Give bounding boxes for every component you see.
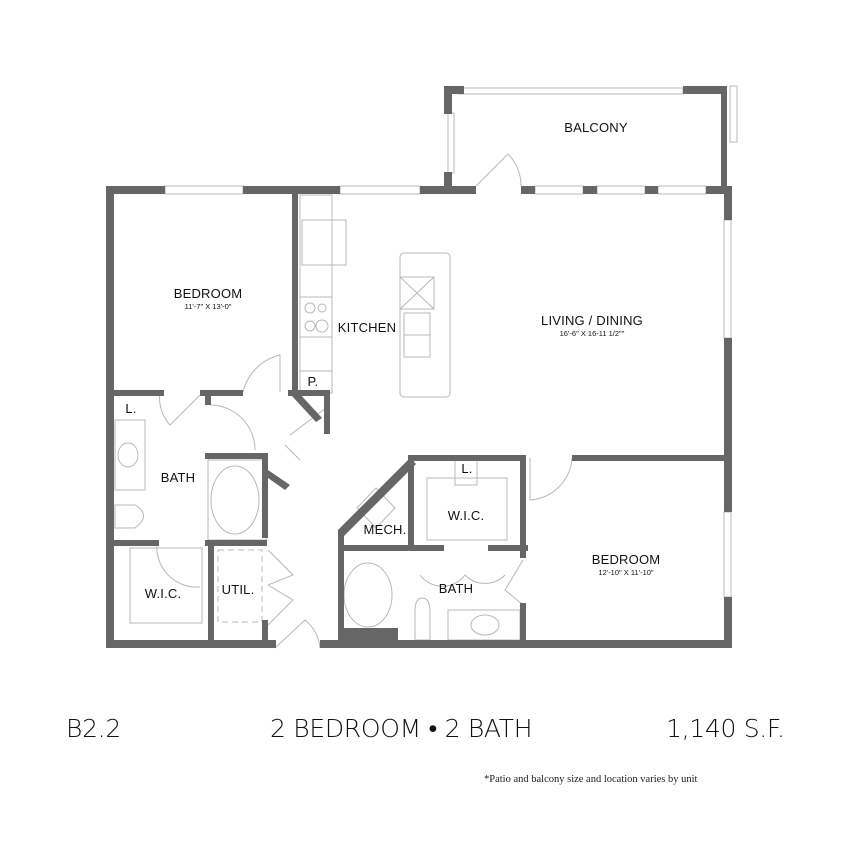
- room-label-mech: MECH.: [364, 522, 407, 537]
- room-label-balcony: BALCONY: [564, 120, 628, 135]
- room-label-wic-1: W.I.C.: [145, 586, 182, 601]
- room-label-linen-2: L.: [461, 461, 472, 476]
- room-name: P.: [307, 374, 319, 389]
- walls: [106, 86, 732, 648]
- unit-type: 2 BEDROOM • 2 BATH: [270, 714, 533, 743]
- room-name: W.I.C.: [144, 586, 182, 601]
- room-label-bath-1: BATH: [161, 470, 196, 485]
- room-label-kitchen: KITCHEN: [338, 320, 396, 335]
- room-label-bedroom-2: BEDROOM 12'-10" X 11'-10": [592, 552, 661, 577]
- room-dimensions: 16'-6" X 16-11 1/2"": [559, 329, 625, 338]
- room-name: BEDROOM: [591, 552, 661, 567]
- room-name: KITCHEN: [337, 320, 397, 335]
- room-name: L.: [125, 401, 137, 416]
- room-label-utility: UTIL.: [222, 582, 255, 597]
- room-label-linen-1: L.: [125, 401, 136, 416]
- room-label-bedroom-1: BEDROOM 11'-7" X 13'-0": [174, 286, 243, 311]
- room-name: MECH.: [363, 522, 407, 537]
- room-name: BATH: [160, 470, 196, 485]
- floor-plan: [106, 85, 738, 649]
- room-name: BATH: [438, 581, 474, 596]
- room-label-pantry: P.: [307, 374, 318, 389]
- room-name: LIVING / DINING: [541, 313, 643, 328]
- room-name: UTIL.: [221, 582, 255, 597]
- room-dimensions: 12'-10" X 11'-10": [598, 568, 654, 577]
- unit-area: 1,140 S.F.: [666, 714, 785, 743]
- fixtures: [114, 85, 738, 649]
- room-name: BALCONY: [564, 120, 628, 135]
- room-name: W.I.C.: [447, 508, 485, 523]
- room-label-wic-2: W.I.C.: [448, 508, 485, 523]
- room-name: BEDROOM: [173, 286, 243, 301]
- disclaimer-note: *Patio and balcony size and location var…: [484, 774, 698, 785]
- room-label-living-dining: LIVING / DINING 16'-6" X 16-11 1/2"": [541, 313, 643, 338]
- room-dimensions: 11'-7" X 13'-0": [184, 302, 232, 311]
- room-name: L.: [461, 461, 473, 476]
- room-label-bath-2: BATH: [439, 581, 474, 596]
- unit-code: B2.2: [66, 714, 121, 743]
